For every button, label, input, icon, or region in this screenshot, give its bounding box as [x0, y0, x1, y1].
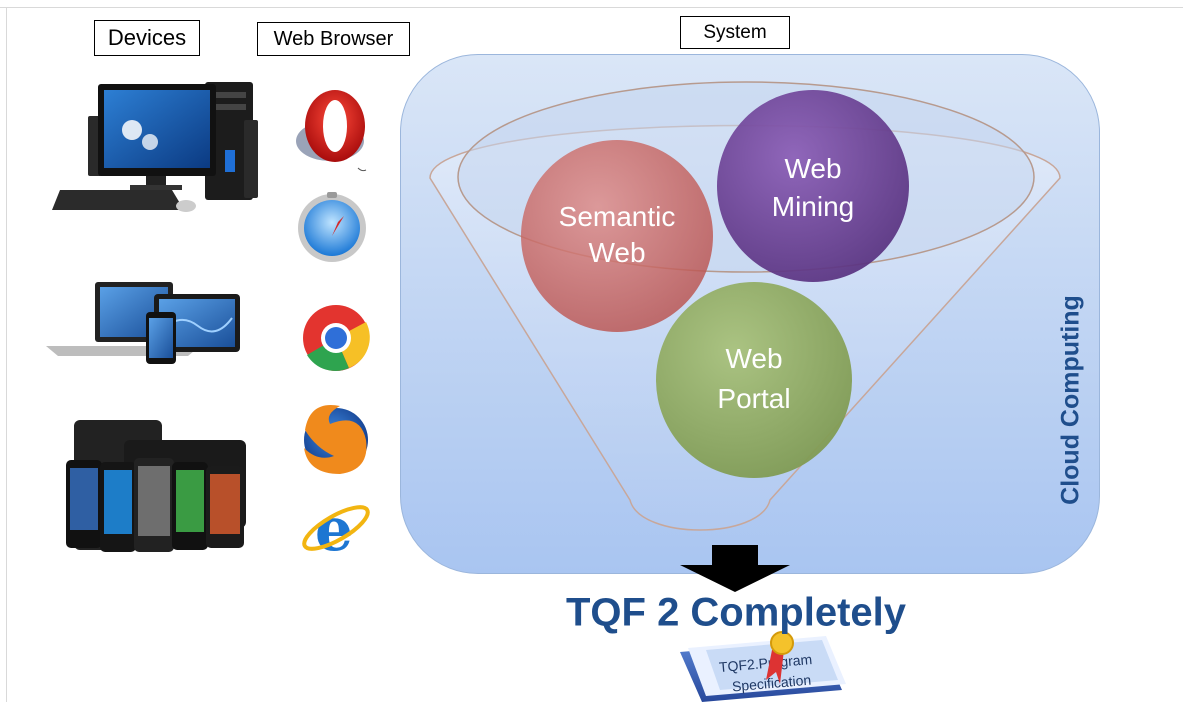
devices-label: Devices	[94, 20, 200, 56]
smartphones-icon	[66, 420, 246, 552]
firefox-icon	[304, 405, 368, 474]
frame-left-border	[6, 7, 7, 702]
laptop-tablet-icon	[46, 282, 240, 364]
web-browser-label: Web Browser	[257, 22, 410, 56]
svg-text:e: e	[315, 495, 353, 565]
desktop-computer-icon	[52, 82, 258, 212]
web-portal-line2: Portal	[717, 383, 790, 414]
web-mining-bubble: Web Mining	[717, 90, 909, 282]
tqf2-document-icon: TQF2.Program Specification	[680, 631, 846, 702]
arrow-down-icon	[680, 545, 790, 592]
internet-explorer-icon: e	[302, 495, 370, 565]
web-portal-line1: Web	[725, 343, 782, 374]
semantic-web-bubble: Semantic Web	[521, 140, 713, 332]
safari-icon	[298, 192, 366, 262]
system-label: System	[680, 16, 790, 49]
web-mining-line1: Web	[784, 153, 841, 184]
book-title-line2: Specification	[731, 672, 811, 695]
opera-icon	[296, 90, 367, 172]
semantic-web-line2: Web	[588, 237, 645, 268]
tqf2-completely-title: TQF 2 Completely	[565, 590, 907, 635]
frame-top-border	[0, 7, 1183, 8]
web-portal-bubble: Web Portal	[656, 282, 852, 478]
semantic-web-line1: Semantic	[559, 201, 676, 232]
award-medal-icon	[766, 631, 794, 684]
chrome-icon	[303, 305, 370, 371]
web-mining-line2: Mining	[772, 191, 854, 222]
